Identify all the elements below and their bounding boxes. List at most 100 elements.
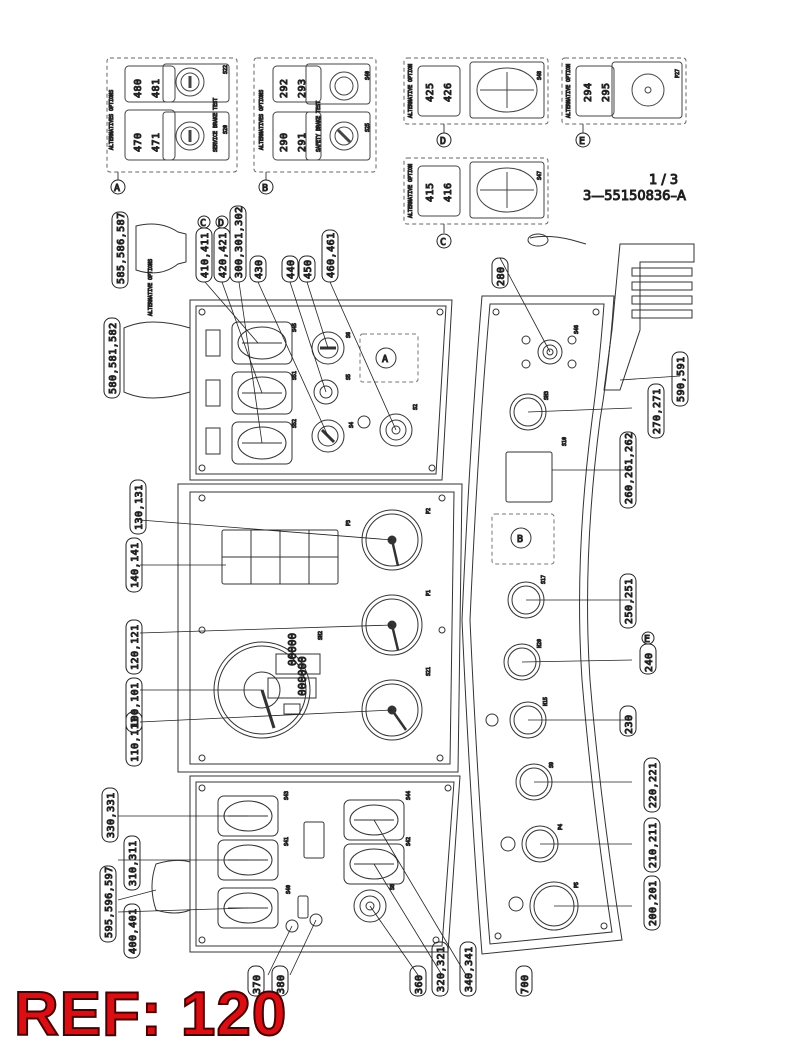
option-d-letter-circle: [436, 132, 452, 148]
option-c-letter: C: [440, 237, 447, 248]
callout-240-letter: E: [644, 634, 651, 645]
reference-number: REF: 120: [13, 980, 288, 1049]
switch-s43: S43: [284, 791, 290, 800]
option-e-letter-circle: [575, 132, 591, 148]
option-b-switch-1: S40: [365, 71, 371, 80]
switch-s4: S4: [349, 422, 355, 428]
gauge-panel: [177, 483, 463, 773]
upper-switch-panel: [189, 299, 453, 481]
gauge-p2: S21: [426, 667, 432, 676]
callout-330: 330,331: [106, 792, 117, 838]
option-a-num-2: 481: [151, 78, 162, 98]
callout-400: 400,401: [128, 908, 139, 954]
callout-240: 240: [644, 652, 655, 672]
alt-options-note: ALTERNATIVE OPTIONS: [148, 259, 154, 316]
switch-s5: S5: [346, 374, 352, 380]
callout-700: 700: [520, 974, 531, 994]
callout-labels: 585,586,587 580,581,582 410,411 C 420,42…: [99, 205, 689, 997]
switch-s42: S42: [406, 837, 412, 846]
callout-250: 250,251: [624, 578, 635, 624]
callout-130: 130,131: [134, 484, 145, 530]
option-b-switch-2: S25: [365, 123, 371, 132]
callout-200: 200,201: [648, 880, 659, 926]
callout-140: 140,141: [130, 542, 141, 588]
callout-100: 100,101: [130, 682, 141, 728]
callout-230: 230: [624, 714, 635, 734]
option-box-e: ALTERNATIVE OPTION 294 295 P27 E: [561, 57, 687, 148]
switch-s21: P5: [574, 882, 580, 888]
switch-s40: S40: [286, 885, 292, 894]
switch-s45: S45: [292, 323, 298, 332]
callout-595: 595,596,597: [104, 866, 115, 938]
switch-s17: S17: [541, 575, 547, 584]
callout-450: 450: [303, 259, 314, 279]
option-c-num-2: 416: [443, 182, 454, 202]
lamp-h20: H20: [537, 639, 543, 648]
option-b-num-3: 290: [279, 132, 290, 152]
switch-s9: S9: [549, 762, 555, 768]
option-box-a: ALTERNATIVES OPTIONS 480 481 470 471 S22…: [106, 57, 238, 195]
option-a-num-4: 471: [151, 132, 162, 152]
callout-430: 430: [254, 259, 265, 279]
option-box-b: ALTERNATIVES OPTIONS 292 293 290 291 S40…: [253, 57, 377, 195]
option-b-num-1: 292: [279, 78, 290, 98]
switch-s2: S2: [413, 404, 419, 410]
switch-s46: S46: [574, 325, 580, 334]
callout-210: 210,211: [648, 822, 659, 868]
callout-280: 280: [496, 266, 507, 286]
callout-420: 420,421: [218, 232, 229, 278]
callout-260: 260,261,262: [624, 432, 635, 504]
leader-lines: [117, 257, 681, 976]
panel-option-a-mark: A: [382, 354, 389, 365]
callout-460: 460,461: [326, 232, 337, 278]
lower-switch-panel: [189, 775, 461, 953]
callout-410: 410,411: [200, 232, 211, 278]
option-a-letter-circle: [110, 179, 126, 195]
callout-585: 585,586,587: [116, 212, 127, 284]
odometer-digits: 00000: [286, 633, 299, 666]
switch-s41: S41: [284, 837, 290, 846]
callout-220: 220,221: [648, 762, 659, 808]
option-d-letter: D: [440, 136, 447, 147]
option-e-title: ALTERNATIVE OPTION: [566, 64, 572, 118]
callout-270: 270,271: [652, 388, 663, 434]
callout-110: 110,111: [130, 716, 141, 762]
option-d-switch: S48: [537, 71, 543, 80]
option-d-num-1: 425: [425, 82, 436, 102]
option-a-num-3: 470: [133, 132, 144, 152]
switch-s44: S44: [406, 791, 412, 800]
option-box-d: ALTERNATIVE OPTION 425 426 S48 D: [403, 57, 549, 148]
callout-360: 360: [414, 974, 425, 994]
option-e-switch: P27: [675, 69, 681, 78]
gauge-p3: P1: [426, 590, 432, 596]
option-d-title: ALTERNATIVE OPTION: [408, 64, 414, 118]
callout-380: 380: [276, 974, 287, 994]
callout-590: 590,591: [676, 356, 687, 402]
option-c-switch: S47: [537, 171, 543, 180]
option-b-letter: B: [262, 183, 269, 194]
switch-s6: S6: [346, 332, 352, 338]
option-e-num-1: 294: [583, 82, 594, 102]
switch-s51: S51: [292, 371, 298, 380]
lamp-h15: H15: [543, 697, 549, 706]
switch-s52: S52: [292, 419, 298, 428]
option-a-switch-1: S22: [223, 65, 229, 74]
callout-420-letter: D: [218, 218, 225, 229]
sheet-number: 1 / 3: [649, 173, 678, 188]
callout-340: 340,341: [464, 946, 475, 992]
option-a-letter: A: [114, 183, 121, 194]
option-c-num-1: 415: [425, 182, 436, 202]
switch-s8: S8: [390, 884, 396, 890]
option-b-num-4: 291: [297, 132, 308, 152]
option-b-switch-3: SAFETY BRAKE TEST: [316, 101, 322, 152]
callout-310: 310,311: [128, 840, 139, 886]
gauge-p1: SH2: [318, 631, 324, 640]
switch-sh2: P4: [558, 824, 564, 830]
callout-580: 580,581,582: [108, 322, 119, 394]
trip-digits: 000000: [296, 656, 309, 696]
callout-120: 120,121: [130, 624, 141, 670]
callout-440: 440: [286, 259, 297, 279]
option-a-title: ALTERNATIVES OPTIONS: [109, 90, 115, 150]
gauge-p5: P3: [346, 520, 352, 526]
